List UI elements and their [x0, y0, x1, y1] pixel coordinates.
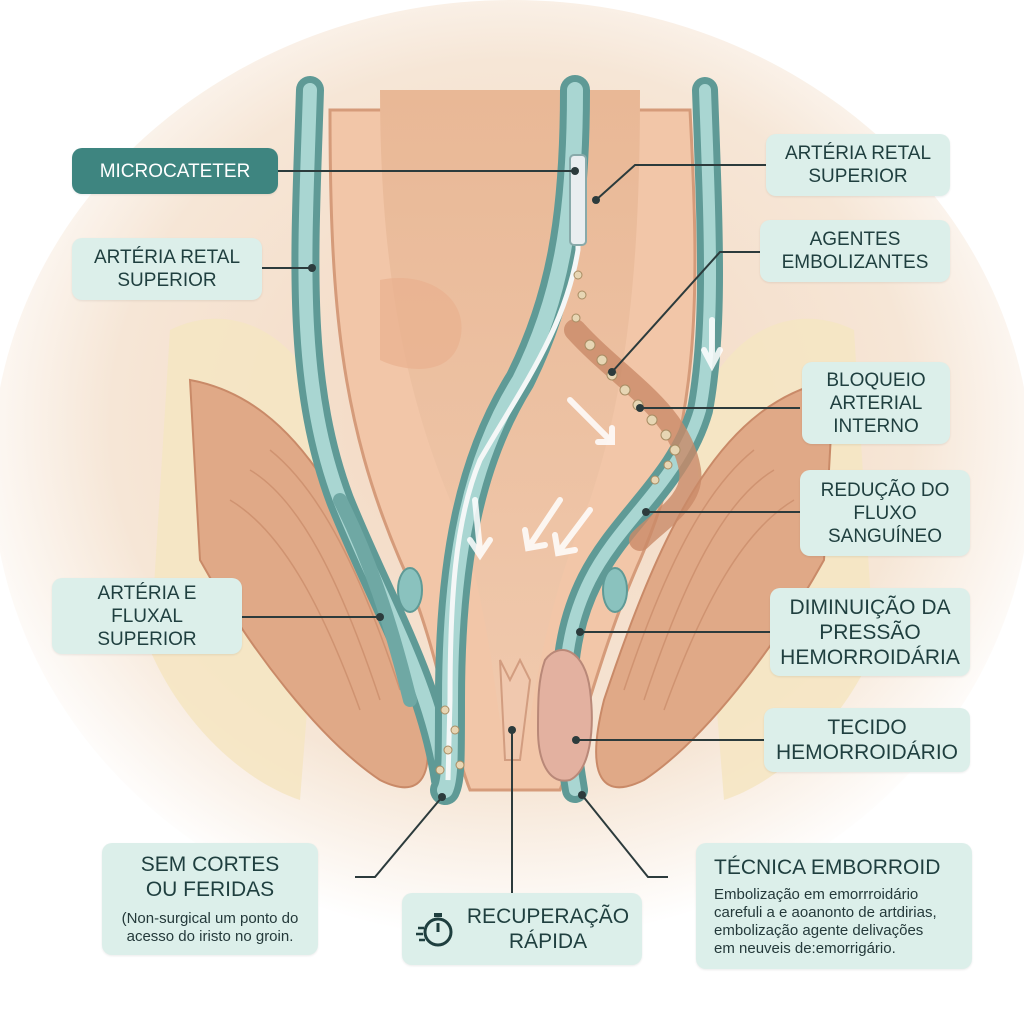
label-line: SUPERIOR — [808, 166, 908, 187]
label-note-line: (Non-surgical um ponto do — [121, 910, 299, 927]
label-note-line: em neuveis de:emorrigário. — [714, 939, 896, 957]
label-microcateter: MICROCATETER — [72, 148, 278, 194]
hemorrhoidal-tissue — [536, 649, 593, 782]
rectal-fold — [380, 278, 462, 369]
label-arteria-fluxal: ARTÉRIA E FLUXAL SUPERIOR — [52, 578, 242, 654]
label-line: RECUPERAÇÃO — [466, 905, 630, 928]
label-line: FLUXAL — [111, 605, 183, 627]
embolized-branch — [564, 319, 702, 551]
label-arteria-retal-superior-left: ARTÉRIA RETAL SUPERIOR — [72, 238, 262, 300]
label-line: AGENTES — [809, 229, 901, 250]
label-line: DIMINUIÇÃO DA — [789, 595, 951, 619]
label-line: ARTÉRIA RETAL — [784, 143, 932, 164]
label-microcateter-text: MICROCATETER — [99, 160, 251, 182]
label-agentes-embolizantes: AGENTES EMBOLIZANTES — [760, 220, 950, 282]
label-title: TÉCNICA EMBORROID — [714, 855, 941, 879]
catheter-tip — [569, 154, 587, 246]
label-line: SANGUÍNEO — [827, 525, 943, 547]
stopwatch-icon — [415, 913, 453, 947]
label-line: SUPERIOR — [97, 628, 197, 650]
label-title-line: OU FERIDAS — [145, 878, 275, 901]
label-line: INTERNO — [833, 415, 919, 437]
label-line: ARTÉRIA RETAL — [93, 247, 241, 268]
embolic-particles — [435, 270, 681, 775]
label-line: FLUXO — [853, 502, 917, 524]
label-line: SUPERIOR — [117, 270, 217, 291]
label-line: HEMORROIDÁRIO — [775, 741, 958, 764]
label-line: TECIDO — [827, 716, 907, 739]
label-note-line: embolização agente delivações — [714, 921, 924, 939]
label-title-line: SEM CORTES — [140, 853, 280, 876]
vessel-blob-left — [397, 567, 423, 613]
label-line: RÁPIDA — [508, 930, 588, 953]
microcatheter — [445, 160, 581, 781]
label-tecnica: TÉCNICA EMBORROID Embolização em emorrro… — [696, 843, 972, 969]
label-bloqueio-arterial: BLOQUEIO ARTERIAL INTERNO — [802, 362, 950, 444]
label-note-line: acesso do iristo no groin. — [126, 928, 294, 945]
label-reducao-fluxo: REDUÇÃO DO FLUXO SANGUÍNEO — [800, 470, 970, 556]
leader-dots — [308, 167, 650, 801]
vessel-blob-right — [602, 567, 628, 613]
label-line: BLOQUEIO — [826, 369, 926, 391]
label-tecido-hemorroidario: TECIDO HEMORROIDÁRIO — [764, 708, 970, 772]
anal-canal — [499, 657, 532, 761]
label-sem-cortes: SEM CORTES OU FERIDAS (Non-surgical um p… — [102, 843, 318, 955]
label-recuperacao: RECUPERAÇÃO RÁPIDA — [402, 893, 642, 965]
label-line: EMBOLIZANTES — [781, 252, 929, 273]
flow-arrows — [467, 317, 723, 561]
label-line: PRESSÃO — [819, 620, 921, 644]
artery-branch-left — [333, 493, 417, 707]
label-arteria-retal-superior-right: ARTÉRIA RETAL SUPERIOR — [766, 134, 950, 196]
label-line: ARTERIAL — [829, 392, 923, 414]
label-line: ARTÉRIA E — [97, 582, 197, 604]
label-diminuicao-pressao: DIMINUIÇÃO DA PRESSÃO HEMORROIDÁRIA — [770, 588, 970, 676]
muscle-right — [595, 378, 836, 789]
label-note-line: Embolização em emorrroidário — [714, 885, 919, 903]
muscle-left — [188, 378, 429, 789]
leader-lines — [242, 164, 800, 893]
label-note-line: carefuli a e aoanonto de artdirias, — [714, 903, 937, 921]
label-line: REDUÇÃO DO — [820, 479, 950, 501]
label-line: HEMORROIDÁRIA — [780, 645, 960, 669]
